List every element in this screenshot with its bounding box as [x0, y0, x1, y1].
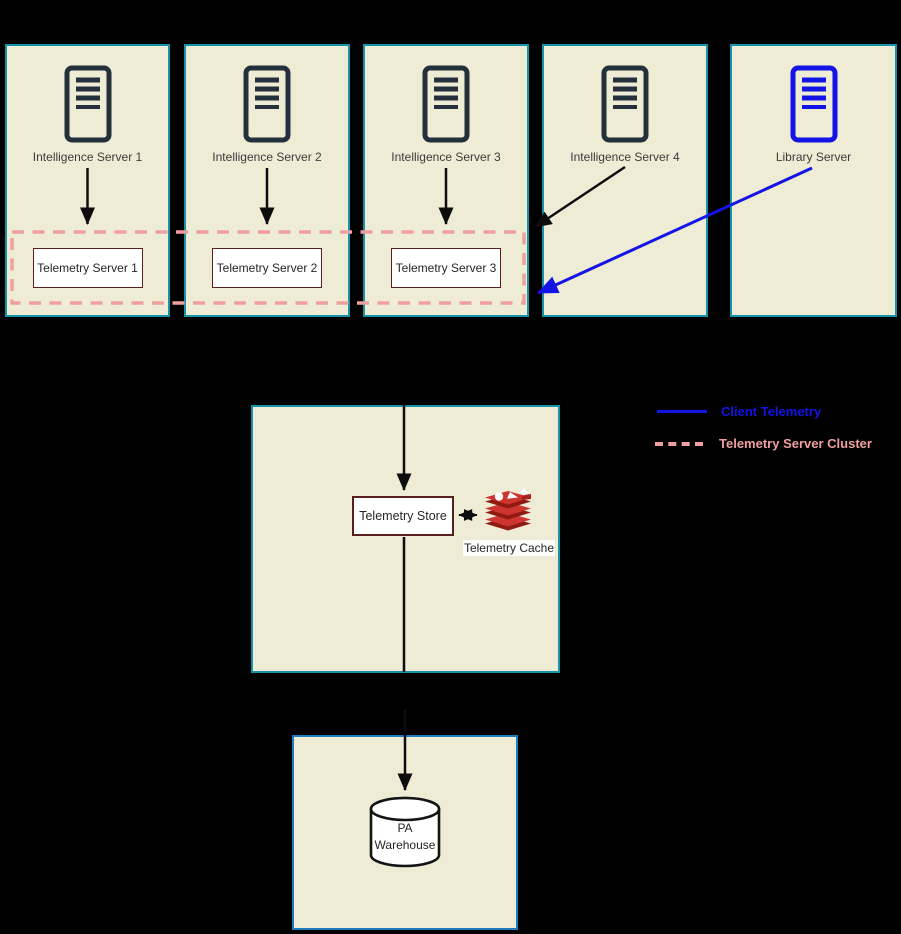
telemetry-server-2-node: Telemetry Server 2	[212, 248, 322, 288]
telemetry-cache-label: Telemetry Cache	[463, 540, 555, 556]
server-icon	[601, 65, 649, 143]
intelligence-server-4-panel: Intelligence Server 4	[542, 44, 708, 317]
server-label: Intelligence Server 2	[212, 150, 322, 164]
library-server-icon	[790, 65, 837, 143]
legend-telemetry-server-cluster: Telemetry Server Cluster	[655, 436, 872, 451]
warehouse-label: PA Warehouse	[374, 821, 436, 852]
intelligence-server-1-panel: Intelligence Server 1 Telemetry Server 1	[5, 44, 170, 317]
solid-blue-line-swatch	[657, 410, 707, 413]
telemetry-server-3-node: Telemetry Server 3	[391, 248, 501, 288]
library-server-panel: Library Server	[730, 44, 897, 317]
intelligence-server-2-panel: Intelligence Server 2 Telemetry Server 2	[184, 44, 350, 317]
legend-label: Client Telemetry	[721, 404, 822, 419]
telemetry-server-1-node: Telemetry Server 1	[32, 248, 143, 288]
database-cylinder-icon	[369, 796, 441, 868]
legend-label: Telemetry Server Cluster	[719, 436, 872, 451]
telemetry-store-panel	[251, 405, 560, 673]
intelligence-server-3-panel: Intelligence Server 3 Telemetry Server 3	[363, 44, 529, 317]
server-label: Intelligence Server 3	[391, 150, 501, 164]
legend-client-telemetry: Client Telemetry	[657, 404, 821, 419]
server-label: Library Server	[775, 150, 852, 164]
server-label: Intelligence Server 4	[570, 150, 680, 164]
redis-icon	[485, 487, 531, 531]
server-icon	[243, 65, 291, 143]
dashed-pink-line-swatch	[655, 441, 703, 446]
server-icon	[64, 65, 111, 143]
telemetry-store-node: Telemetry Store	[352, 496, 454, 536]
server-label: Intelligence Server 1	[32, 150, 143, 164]
server-icon	[422, 65, 470, 143]
